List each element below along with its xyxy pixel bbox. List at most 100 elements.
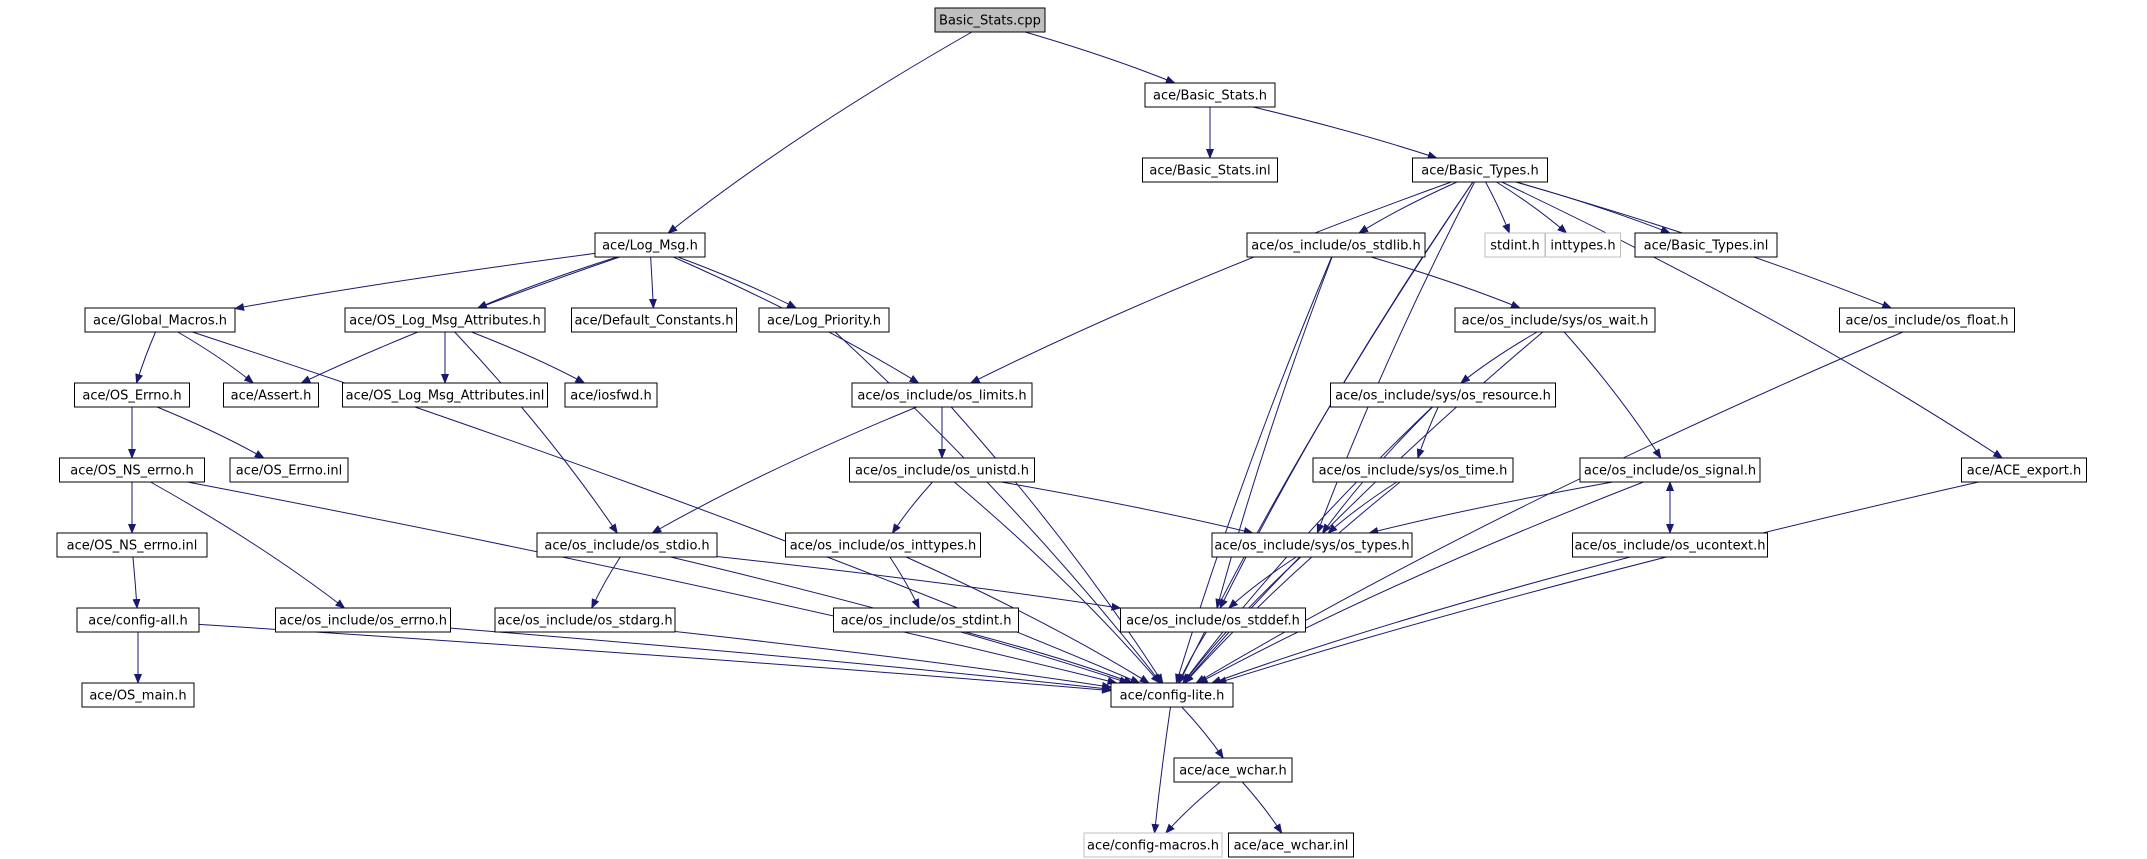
node-label: ace/iosfwd.h <box>570 389 651 404</box>
node-ace_ace_export_h[interactable]: ace/ACE_export.h <box>1961 457 2087 483</box>
node-os_float_h[interactable]: ace/os_include/os_float.h <box>1839 307 2015 333</box>
edge-ace_log_msg_h-to-ace_default_constants_h <box>648 256 657 309</box>
edge-ace_ace_wchar_h-to-ace_config_macros_h <box>1165 781 1221 834</box>
node-box <box>1228 832 1354 858</box>
node-os_stdint_h[interactable]: ace/os_include/os_stdint.h <box>833 607 1019 633</box>
node-box <box>1312 457 1514 483</box>
node-os_inttypes_h[interactable]: ace/os_include/os_inttypes.h <box>785 532 981 558</box>
node-box <box>571 307 737 333</box>
edge-ace_config_lite_h-to-ace_ace_wchar_h <box>1181 706 1224 759</box>
node-label: ace/os_include/os_float.h <box>1845 314 2008 329</box>
node-label: ace/OS_Log_Msg_Attributes.inl <box>346 389 545 404</box>
edge-os_stddef_h-to-ace_config_lite_h <box>1178 631 1207 684</box>
node-box <box>84 307 236 333</box>
node-label: ace/Assert.h <box>231 389 312 404</box>
node-ace_os_ns_errno_h[interactable]: ace/OS_NS_errno.h <box>59 457 205 483</box>
node-box <box>1634 232 1778 258</box>
node-label: ace/Basic_Types.h <box>1421 164 1538 179</box>
edge-ace_basic_types_h-to-stdint_h <box>1485 181 1510 234</box>
edge-os_stdio_h-to-os_stddef_h <box>716 556 1122 611</box>
node-os_stdlib_h[interactable]: ace/os_include/os_stdlib.h <box>1246 232 1426 258</box>
node-ace_os_ns_errno_inl[interactable]: ace/OS_NS_errno.inl <box>56 532 208 558</box>
node-label: ace/os_include/os_limits.h <box>857 389 1026 404</box>
node-label: ace/os_include/os_ucontext.h <box>1574 539 1765 554</box>
node-label: ace/OS_NS_errno.inl <box>67 539 198 554</box>
edge-os_stdarg_h-to-ace_config_lite_h <box>674 631 1112 690</box>
node-label: ace/ace_wchar.inl <box>1234 839 1349 854</box>
edge-os_inttypes_h-to-os_stdint_h <box>889 556 920 609</box>
edge-os_unistd_h-to-os_inttypes_h <box>891 481 933 534</box>
node-ace_os_log_msg_attributes_h[interactable]: ace/OS_Log_Msg_Attributes.h <box>344 307 546 333</box>
node-ace_os_errno_inl[interactable]: ace/OS_Errno.inl <box>229 457 349 483</box>
node-os_limits_h[interactable]: ace/os_include/os_limits.h <box>851 382 1033 408</box>
edge-os_signal_h-to-sys_os_types_h <box>1368 481 1613 535</box>
node-ace_os_main_h[interactable]: ace/OS_main.h <box>81 682 195 708</box>
node-sys_os_wait_h[interactable]: ace/os_include/sys/os_wait.h <box>1454 307 1656 333</box>
node-box <box>74 382 190 408</box>
node-ace_log_priority_h[interactable]: ace/Log_Priority.h <box>758 307 890 333</box>
node-ace_config_all_h[interactable]: ace/config-all.h <box>76 607 200 633</box>
node-box <box>344 307 546 333</box>
node-ace_assert_h[interactable]: ace/Assert.h <box>223 382 319 408</box>
node-ace_ace_wchar_inl[interactable]: ace/ace_wchar.inl <box>1228 832 1354 858</box>
node-ace_basic_stats_inl[interactable]: ace/Basic_Stats.inl <box>1142 157 1278 183</box>
node-ace_iosfwd_h[interactable]: ace/iosfwd.h <box>564 382 658 408</box>
node-box <box>494 607 676 633</box>
edge-sys_os_wait_h-to-ace_config_lite_h <box>1183 331 1544 684</box>
node-os_stdarg_h[interactable]: ace/os_include/os_stdarg.h <box>494 607 676 633</box>
node-label: ace/os_include/os_stdint.h <box>841 614 1012 629</box>
edge-ace_basic_types_h-to-os_stdlib_h <box>1358 181 1458 234</box>
node-box <box>223 382 319 408</box>
node-box <box>342 382 548 408</box>
node-os_stddef_h[interactable]: ace/os_include/os_stddef.h <box>1120 607 1306 633</box>
node-ace_basic_stats_h[interactable]: ace/Basic_Stats.h <box>1144 82 1276 108</box>
node-box <box>229 457 349 483</box>
node-ace_global_macros_h[interactable]: ace/Global_Macros.h <box>84 307 236 333</box>
node-box <box>1142 157 1278 183</box>
node-label: ace/Basic_Stats.h <box>1153 89 1267 104</box>
node-sys_os_resource_h[interactable]: ace/os_include/sys/os_resource.h <box>1330 382 1556 408</box>
node-sys_os_types_h[interactable]: ace/os_include/sys/os_types.h <box>1211 532 1413 558</box>
node-ace_basic_types_h[interactable]: ace/Basic_Types.h <box>1412 157 1548 183</box>
node-ace_ace_wchar_h[interactable]: ace/ace_wchar.h <box>1173 757 1293 783</box>
edge-ace_log_msg_h-to-ace_log_priority_h <box>677 256 798 309</box>
node-label: ace/os_include/os_stdlib.h <box>1251 239 1420 254</box>
node-box <box>1412 157 1548 183</box>
edge-os_ucontext_h-to-ace_config_lite_h <box>1210 556 1631 684</box>
node-sys_os_time_h[interactable]: ace/os_include/sys/os_time.h <box>1312 457 1514 483</box>
node-label: ace/Basic_Types.inl <box>1644 239 1769 254</box>
node-label: ace/config-all.h <box>88 614 188 629</box>
edge-ace_ace_export_h-to-ace_config_lite_h <box>1216 481 1979 685</box>
edge-ace_basic_types_h-to-os_limits_h <box>969 181 1452 384</box>
node-ace_config_lite_h[interactable]: ace/config-lite.h <box>1110 682 1234 708</box>
node-os_stdio_h[interactable]: ace/os_include/os_stdio.h <box>536 532 718 558</box>
node-box <box>1961 457 2087 483</box>
node-label: ace/os_include/os_stdarg.h <box>497 614 672 629</box>
node-box <box>1120 607 1306 633</box>
node-os_errno_h[interactable]: ace/os_include/os_errno.h <box>275 607 451 633</box>
node-os_unistd_h[interactable]: ace/os_include/os_unistd.h <box>849 457 1035 483</box>
node-label: ace/OS_Log_Msg_Attributes.h <box>349 314 540 329</box>
node-ace_os_errno_h[interactable]: ace/OS_Errno.h <box>74 382 190 408</box>
node-os_signal_h[interactable]: ace/os_include/os_signal.h <box>1579 457 1761 483</box>
node-ace_basic_types_inl[interactable]: ace/Basic_Types.inl <box>1634 232 1778 258</box>
node-label: ace/Log_Msg.h <box>602 239 698 254</box>
edge-sys_os_wait_h-to-sys_os_resource_h <box>1460 331 1538 384</box>
node-ace_os_log_msg_attributes_inl[interactable]: ace/OS_Log_Msg_Attributes.inl <box>342 382 548 408</box>
edge-os_stdlib_h-to-os_stddef_h <box>1215 256 1333 609</box>
edge-ace_os_ns_errno_h-to-os_errno_h <box>150 481 346 609</box>
node-basic_stats_cpp[interactable]: Basic_Stats.cpp <box>934 7 1046 33</box>
edge-ace_os_log_msg_attributes_h-to-os_stdio_h <box>454 331 618 534</box>
node-label: stdint.h <box>1490 239 1539 254</box>
node-box <box>59 457 205 483</box>
edge-ace_basic_types_h-to-sys_os_types_h <box>1316 181 1476 534</box>
edge-os_limits_h-to-ace_config_lite_h <box>950 406 1164 684</box>
edge-ace_global_macros_h-to-ace_os_errno_h <box>135 331 156 384</box>
edge-ace_os_log_msg_attributes_h-to-ace_iosfwd_h <box>471 331 586 384</box>
node-ace_default_constants_h[interactable]: ace/Default_Constants.h <box>571 307 737 333</box>
node-ace_log_msg_h[interactable]: ace/Log_Msg.h <box>594 232 706 258</box>
node-os_ucontext_h[interactable]: ace/os_include/os_ucontext.h <box>1572 532 1768 558</box>
node-label: ace/config-lite.h <box>1120 689 1225 704</box>
edge-ace_basic_types_h-to-ace_basic_types_inl <box>1516 181 1671 234</box>
edge-os_stdlib_h-to-sys_os_wait_h <box>1370 256 1521 309</box>
